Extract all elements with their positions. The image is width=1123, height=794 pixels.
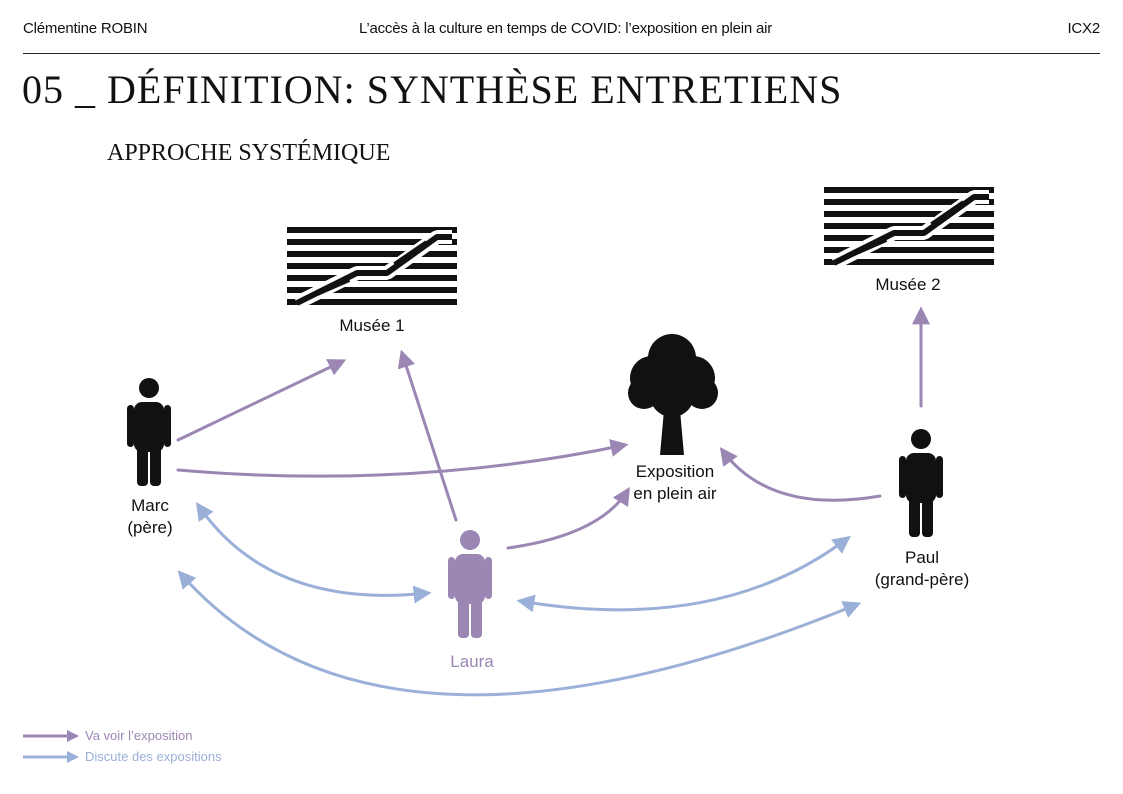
legend-visit-label: Va voir l’exposition [85,728,193,743]
header-divider [23,53,1100,54]
header-project-title: L’accès à la culture en temps de COVID: … [359,20,773,37]
section-subtitle: APPROCHE SYSTÉMIQUE [107,140,391,166]
visit-arrows [176,306,930,550]
arrow-paul-to-expo [719,447,882,502]
expo-label-line2: en plein air [633,484,717,503]
tree-icon [628,334,718,455]
paul-icon [899,429,943,537]
arrow-marc-to-expo [176,439,629,478]
marc-label-line2: (père) [127,518,173,537]
expo-label-line1: Exposition [635,462,715,481]
musee-2-label: Musée 2 [875,275,941,294]
legend-discuss-arrow-icon [23,751,79,763]
musee-1-label: Musée 1 [339,316,405,335]
page-title: 05 _ DÉFINITION: SYNTHÈSE ENTRETIENS [22,67,843,112]
header-code: ICX2 [1067,20,1100,37]
museum-1-icon [287,227,457,305]
paul-label-line2: (grand-père) [874,570,970,589]
laura-icon [448,530,492,638]
museum-2-icon [824,187,994,265]
legend-visit-arrow-icon [23,730,79,742]
arrow-marc-to-musee1 [176,359,347,442]
paul-label-line1: Paul [904,548,940,567]
discuss-arrows [177,502,862,697]
legend-discuss-label: Discute des expositions [85,749,222,764]
arrow-marc-laura [195,502,432,604]
arrow-laura-to-musee1 [397,349,458,522]
laura-label: Laura [450,652,494,671]
marc-icon [127,378,171,486]
header-author: Clémentine ROBIN [23,20,148,37]
arrow-laura-paul [516,535,851,613]
marc-label-line1: Marc [131,496,169,515]
arrow-marc-paul [177,570,862,697]
